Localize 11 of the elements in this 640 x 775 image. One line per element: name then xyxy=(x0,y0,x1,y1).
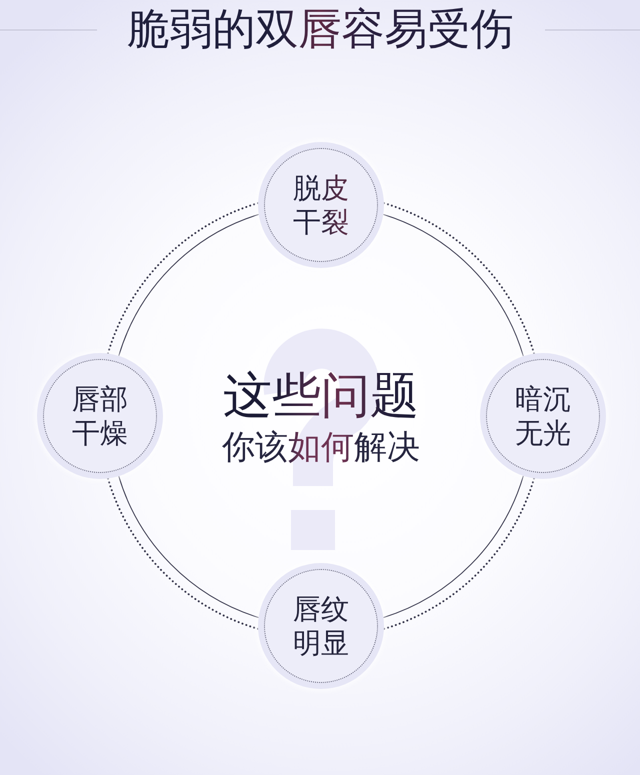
node-label: 唇部干燥 xyxy=(71,382,129,450)
dotted-arc xyxy=(107,478,260,630)
connector-arc xyxy=(118,214,260,356)
connector-arc xyxy=(382,214,524,357)
dotted-arc xyxy=(383,202,535,355)
dotted-arc xyxy=(382,477,535,630)
connector-arc xyxy=(118,476,260,618)
node-label: 暗沉无光 xyxy=(514,382,572,450)
node-label: 唇纹明显 xyxy=(292,592,350,660)
connector-arc xyxy=(382,475,524,618)
dotted-arc xyxy=(107,202,259,354)
